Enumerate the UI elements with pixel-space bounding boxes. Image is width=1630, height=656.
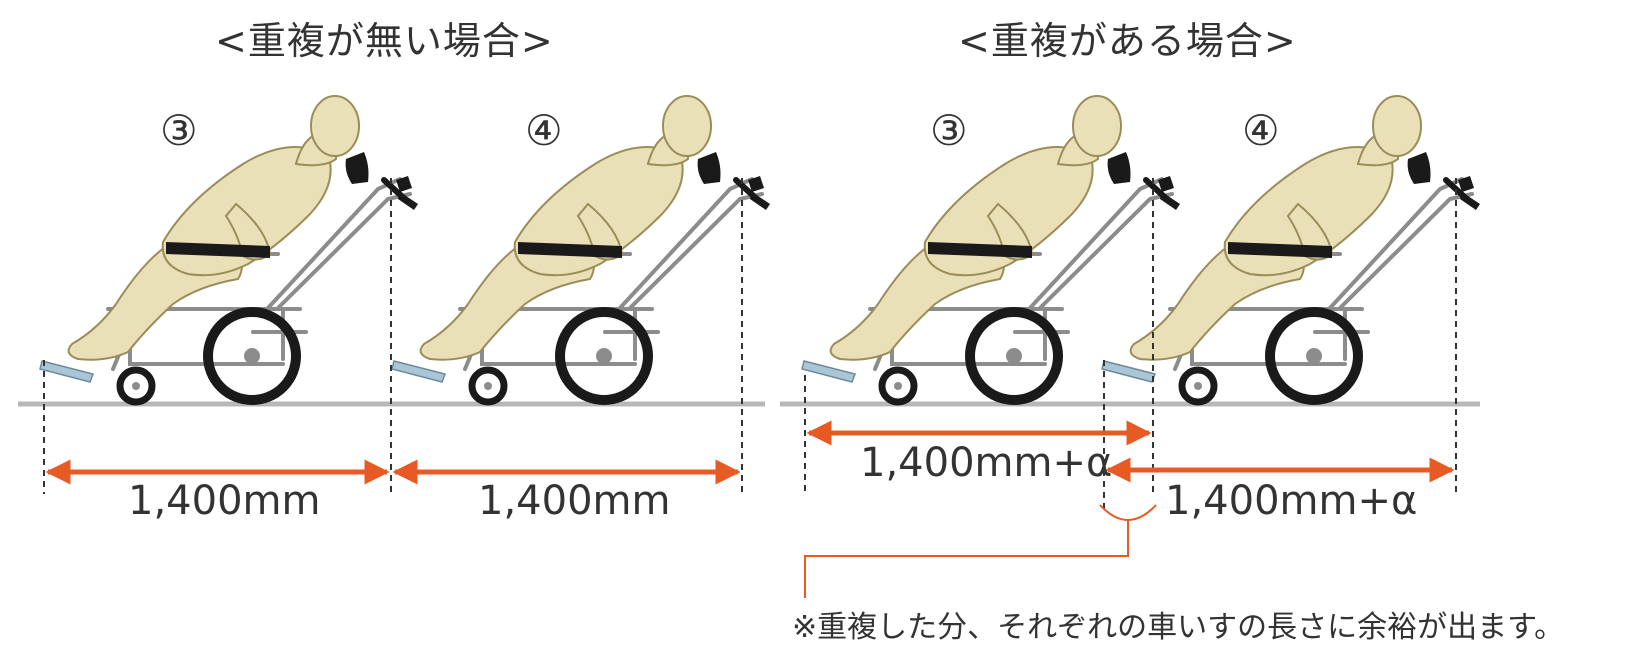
dimension-label-left-1: 1,400mm xyxy=(128,478,321,524)
heading-overlap: <重複がある場合> xyxy=(958,19,1297,63)
heading-no-overlap: <重複が無い場合> xyxy=(215,19,554,63)
wheelchair-illustration-4-left xyxy=(392,96,770,402)
wheelchair-illustration-3-left xyxy=(40,96,418,402)
chair-number-3-right: ③ xyxy=(930,106,968,155)
chair-number-4-left: ④ xyxy=(525,106,563,155)
dimension-label-right-2: 1,400mm+α xyxy=(1165,478,1418,524)
wheelchair-illustration-4-right xyxy=(1102,96,1480,402)
wheelchair-illustration-3-right xyxy=(802,96,1180,402)
dimension-label-left-2: 1,400mm xyxy=(478,478,671,524)
note-leader-line xyxy=(804,521,1129,598)
chair-number-4-right: ④ xyxy=(1242,106,1280,155)
overlap-note: ※重複した分、それぞれの車いすの長さに余裕が出ます。 xyxy=(792,610,1565,645)
dimension-label-right-1: 1,400mm+α xyxy=(860,440,1113,486)
overlap-bracket xyxy=(1099,504,1157,521)
chair-number-3-left: ③ xyxy=(160,106,198,155)
